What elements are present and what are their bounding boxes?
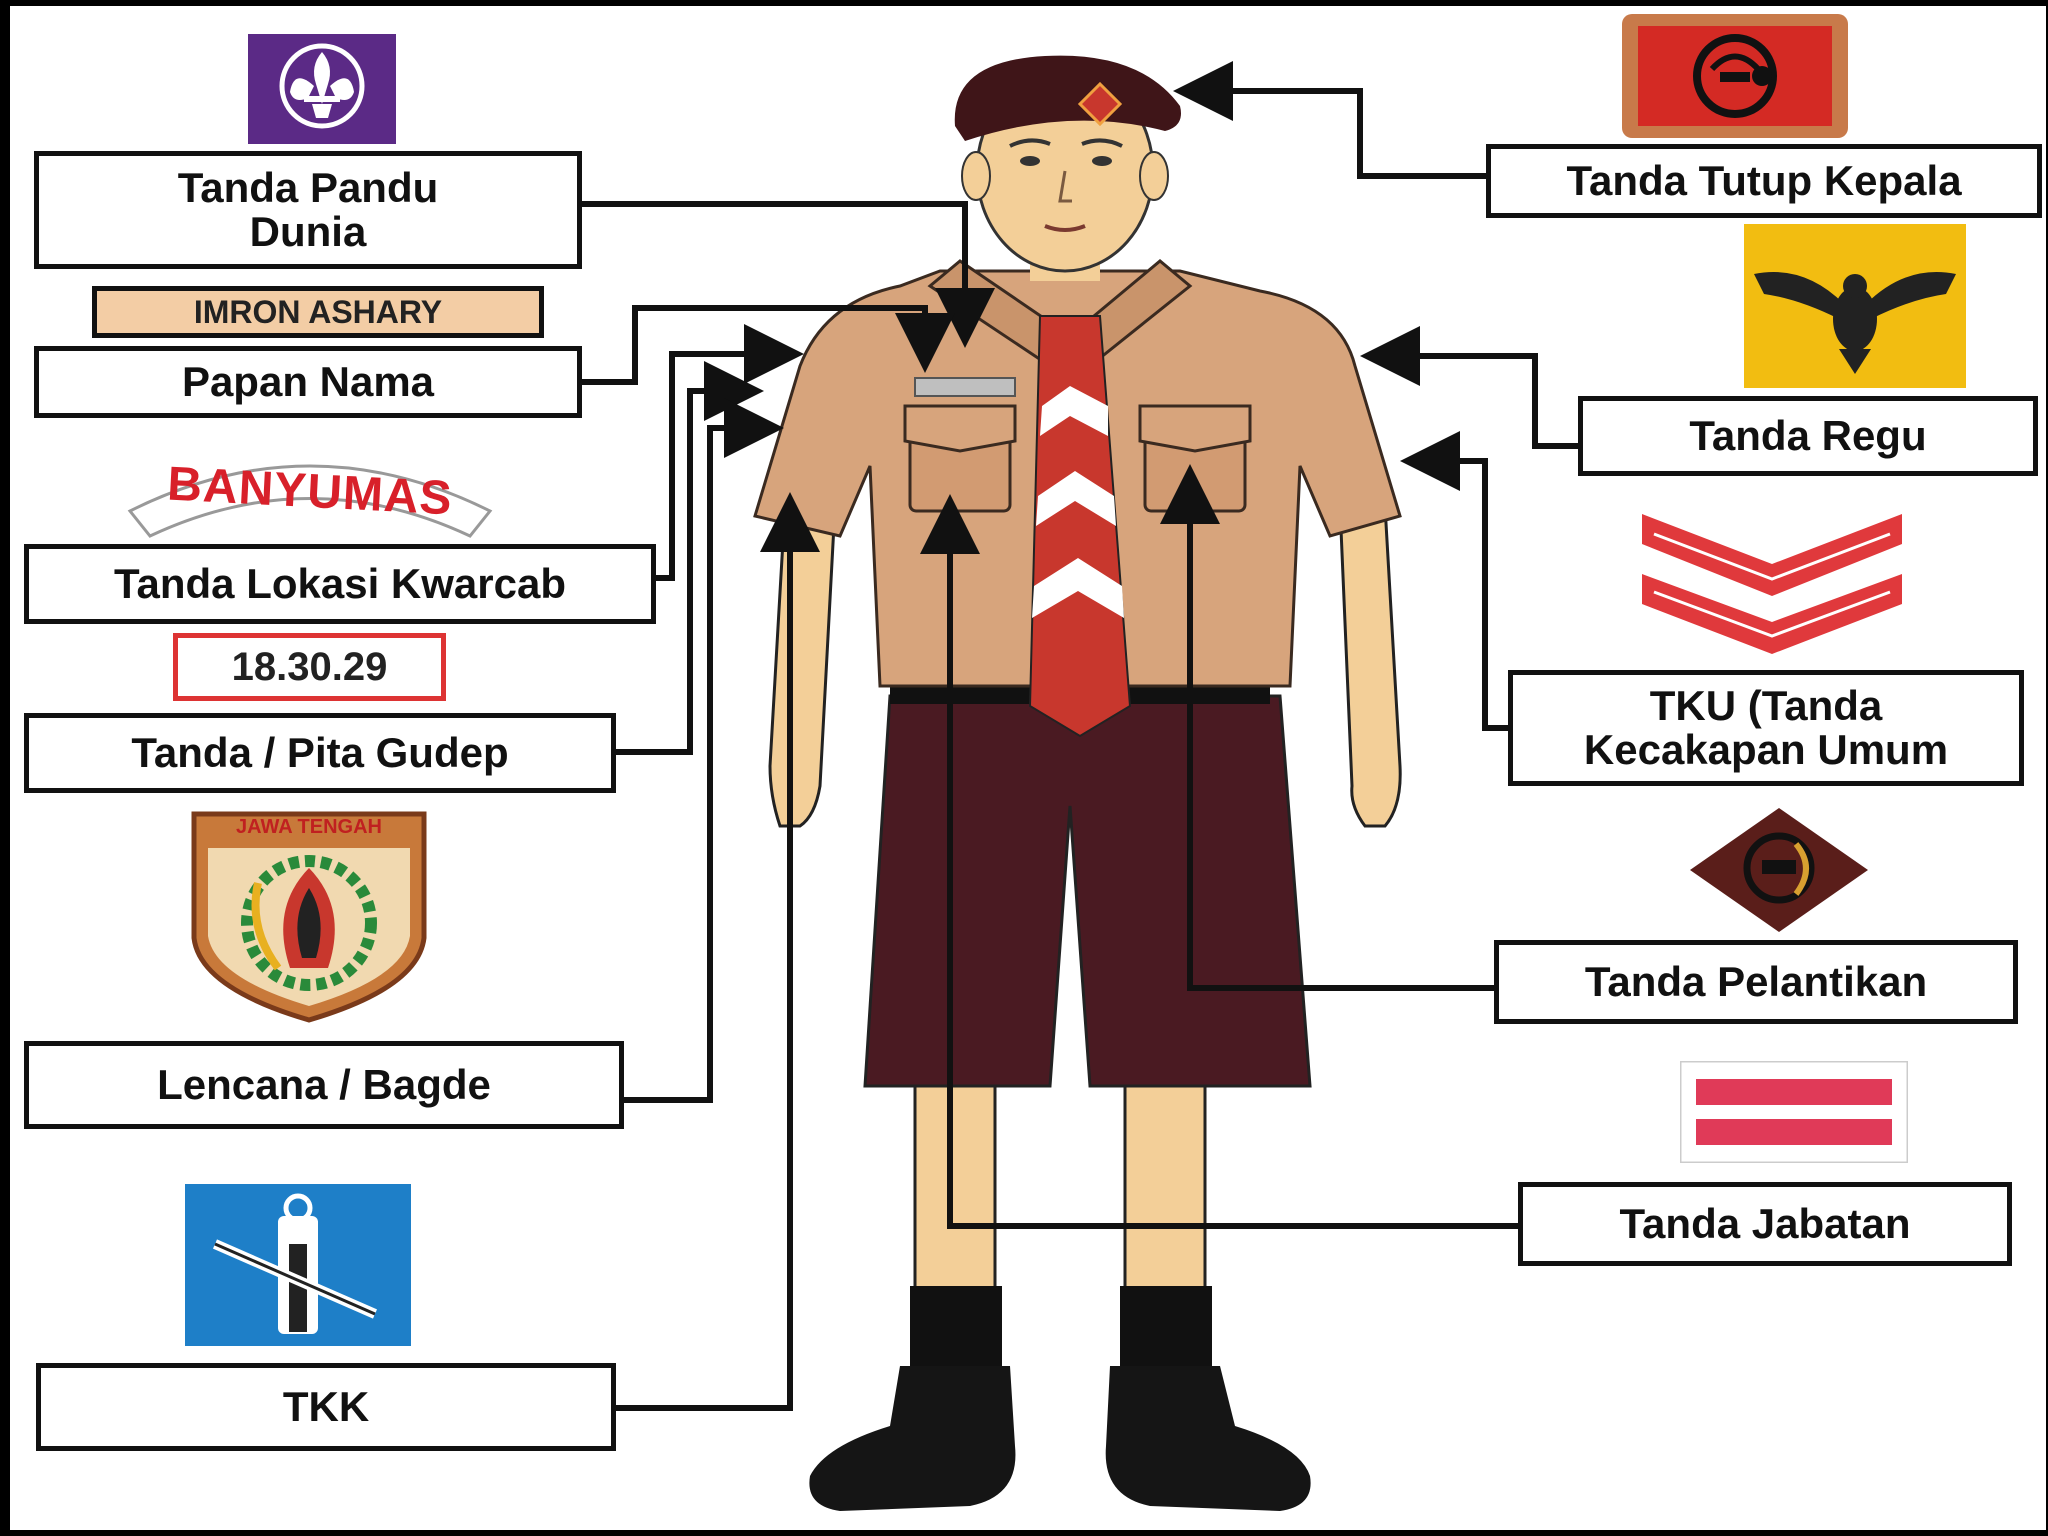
stripes-badge-icon bbox=[1680, 1061, 1908, 1163]
right-sock bbox=[1120, 1286, 1212, 1376]
kwarcab-badge-icon bbox=[127, 464, 493, 538]
arrow-tanda-pandu-dunia bbox=[582, 201, 995, 348]
label-lencana-bagde: Lencana / Bagde bbox=[24, 1041, 624, 1129]
arrow-tanda-pelantikan bbox=[1160, 464, 1494, 991]
label-tanda-pita-gudep: Tanda / Pita Gudep bbox=[24, 713, 616, 793]
mouth bbox=[1044, 224, 1086, 232]
arrow-tku bbox=[1400, 431, 1508, 731]
eagle-badge-icon bbox=[1744, 224, 1966, 388]
scarf-stripe-1 bbox=[1040, 386, 1108, 436]
province-shield-text: JAWA TENGAH bbox=[236, 815, 382, 838]
label-tkk: TKK bbox=[36, 1363, 616, 1451]
shirt-name-plate bbox=[914, 377, 1016, 397]
scarf-stripe-3 bbox=[1032, 558, 1124, 618]
left-eyebrow bbox=[1009, 138, 1051, 148]
left-shoe bbox=[809, 1366, 1016, 1511]
right-eye bbox=[1092, 156, 1112, 166]
head-cover-badge-icon bbox=[1622, 14, 1848, 138]
label-tanda-pandu-dunia: Tanda Pandu Dunia bbox=[34, 151, 582, 269]
beret bbox=[954, 55, 1181, 142]
arrow-tanda-tutup-kepala bbox=[1173, 61, 1486, 179]
gudep-badge: 18.30.29 bbox=[173, 633, 446, 701]
chevron-rank-icon bbox=[1642, 514, 1902, 654]
arrow-lencana-bagde bbox=[624, 398, 784, 1103]
arrow-tkk bbox=[616, 492, 820, 1411]
label-tanda-pelantikan: Tanda Pelantikan bbox=[1494, 940, 2018, 1024]
left-leg bbox=[913, 1064, 997, 1298]
right-ear bbox=[1139, 151, 1169, 201]
province-shield-icon bbox=[191, 811, 427, 1023]
scarf-stripe-2 bbox=[1036, 471, 1116, 526]
label-tku: TKU (Tanda Kecakapan Umum bbox=[1508, 670, 2024, 786]
arrow-tanda-pita-gudep bbox=[616, 361, 764, 755]
label-papan-nama: Papan Nama bbox=[34, 346, 582, 418]
right-shoe bbox=[1105, 1366, 1311, 1511]
fleur-de-lis-icon bbox=[248, 34, 396, 144]
right-arm bbox=[1338, 504, 1402, 828]
label-tanda-lokasi-kwarcab: Tanda Lokasi Kwarcab bbox=[24, 544, 656, 624]
label-tanda-regu: Tanda Regu bbox=[1578, 396, 2038, 476]
diagram-canvas: IMRON ASHARY BANYUMAS 18.30.29 JAWA TENG… bbox=[10, 6, 2046, 1530]
nose bbox=[1058, 170, 1072, 203]
diamond-badge-icon bbox=[1690, 808, 1868, 932]
label-tanda-jabatan: Tanda Jabatan bbox=[1518, 1182, 2012, 1266]
leader-arrows bbox=[582, 61, 1578, 1411]
tkk-badge-icon bbox=[185, 1184, 411, 1346]
left-eye bbox=[1020, 156, 1040, 166]
left-sock bbox=[910, 1286, 1002, 1376]
beret-badge bbox=[1077, 81, 1123, 127]
arrow-tanda-lokasi-kwarcab bbox=[656, 324, 804, 581]
arrow-tanda-jabatan bbox=[920, 494, 1518, 1229]
right-leg bbox=[1123, 1064, 1207, 1298]
left-pocket-flap bbox=[903, 404, 1017, 453]
arrow-papan-nama bbox=[582, 305, 955, 385]
arrow-tanda-regu bbox=[1360, 326, 1578, 449]
label-tanda-tutup-kepala: Tanda Tutup Kepala bbox=[1486, 144, 2042, 218]
left-ear bbox=[961, 151, 991, 201]
name-plate-badge: IMRON ASHARY bbox=[92, 286, 544, 338]
right-eyebrow bbox=[1081, 138, 1123, 148]
right-pocket-flap bbox=[1138, 404, 1252, 453]
left-arm bbox=[768, 504, 837, 828]
